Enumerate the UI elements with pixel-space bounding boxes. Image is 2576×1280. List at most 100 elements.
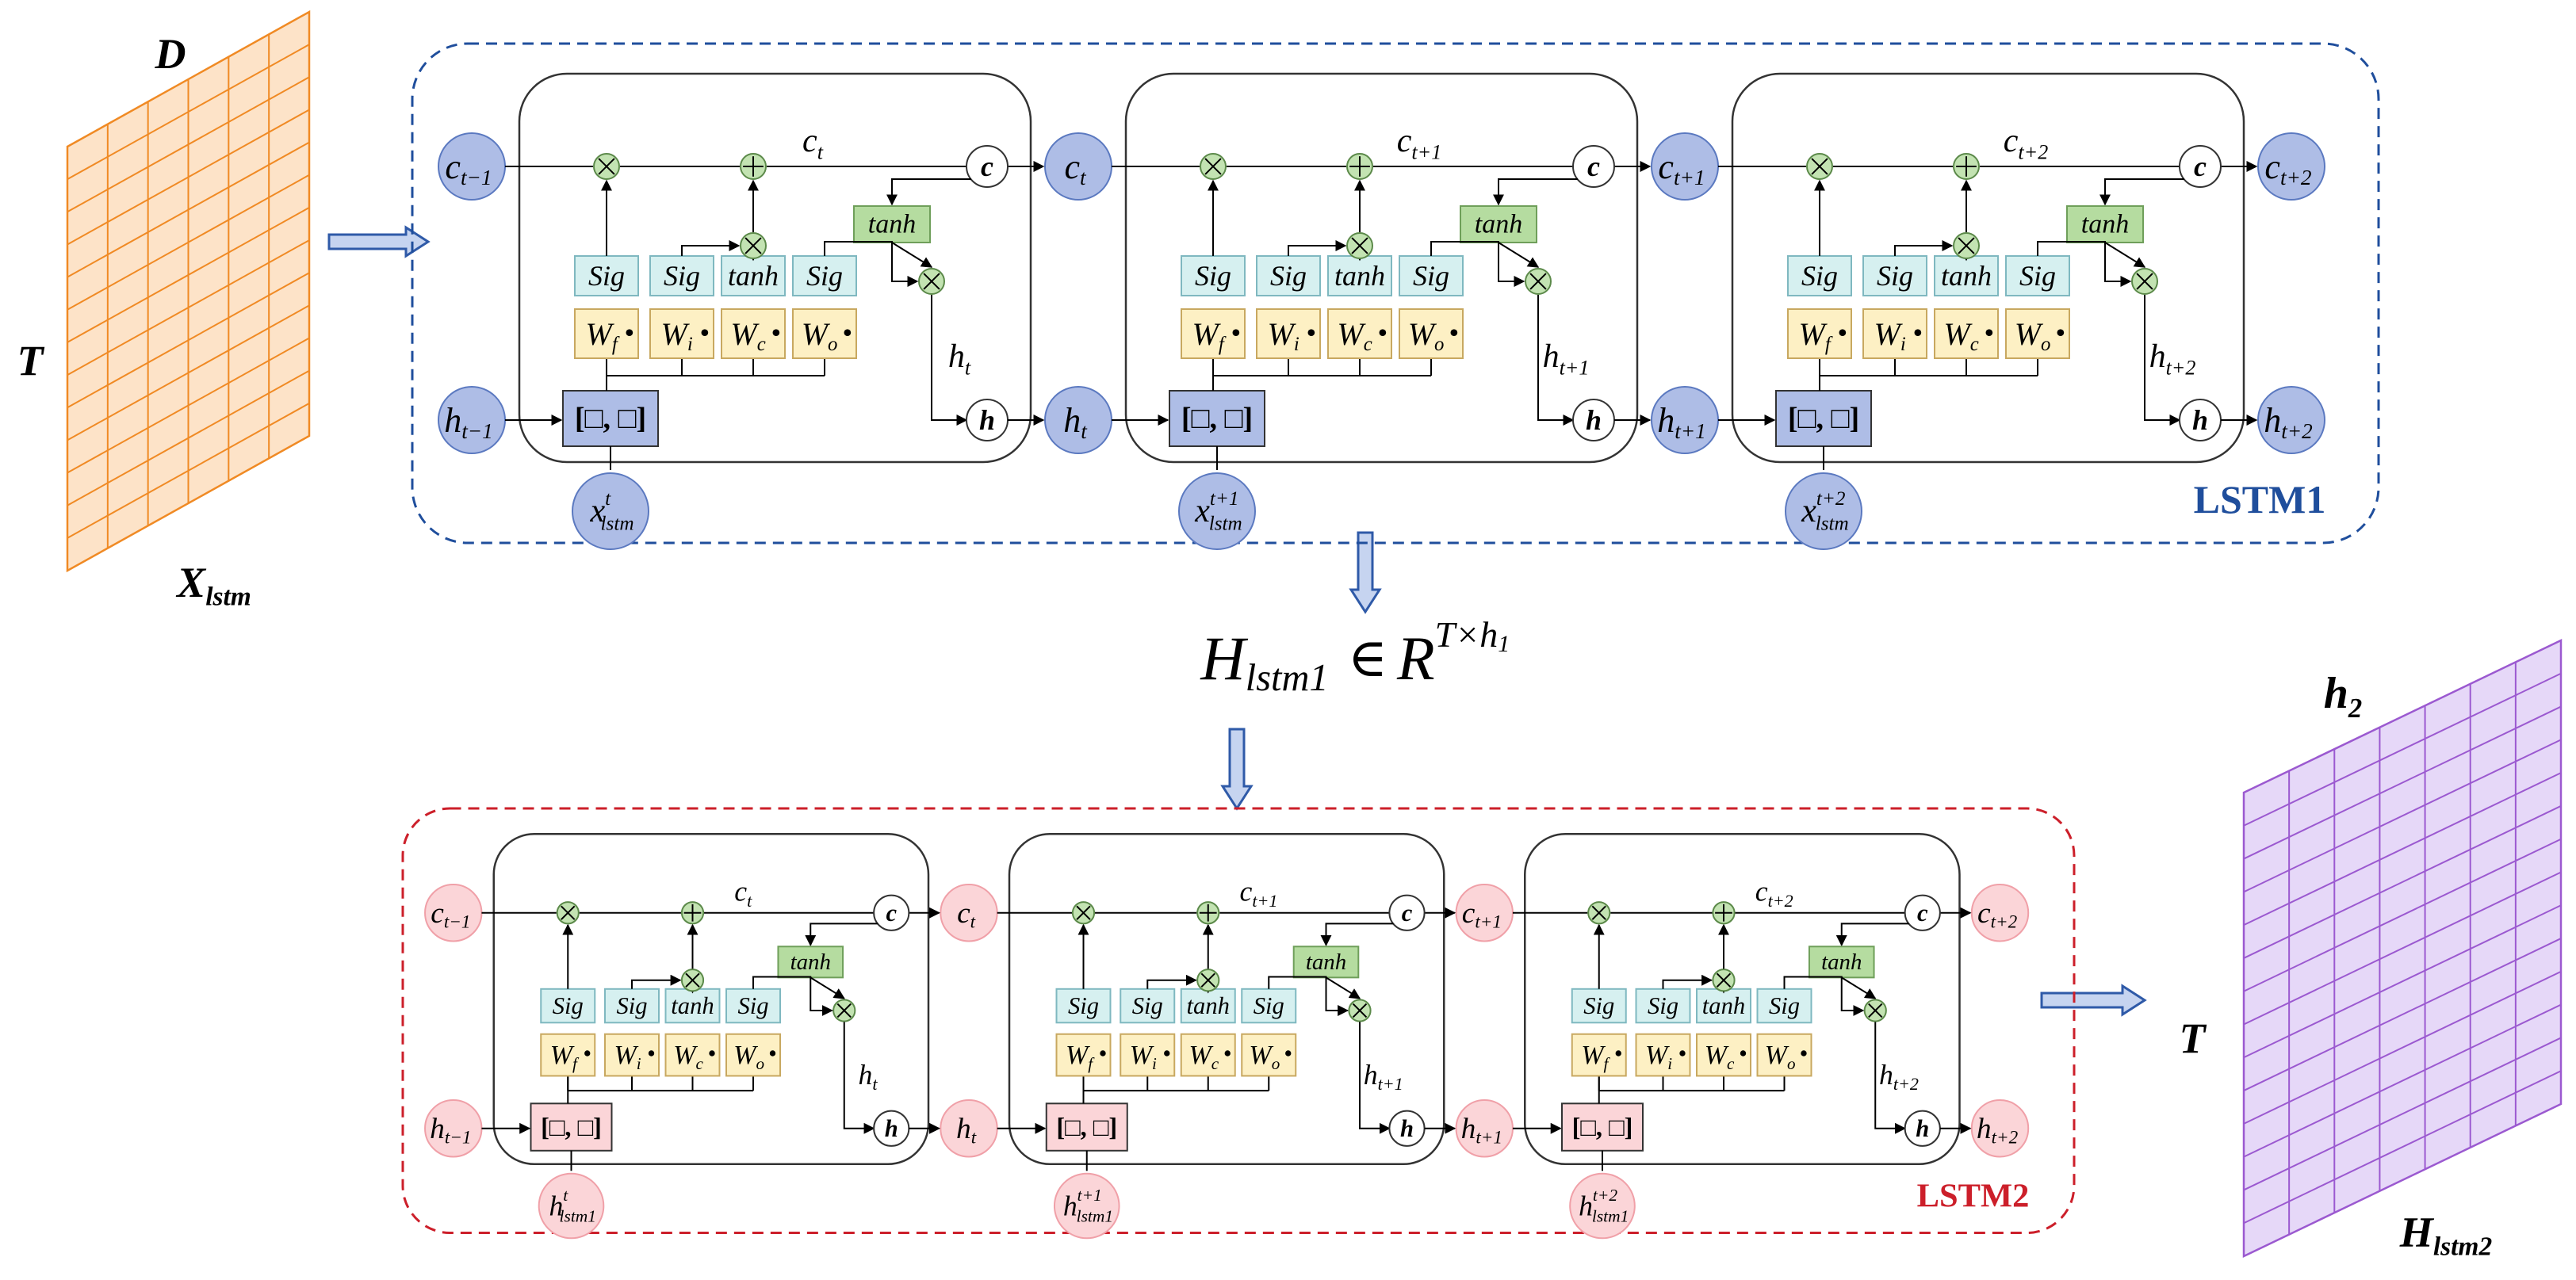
input-gate-to-mul bbox=[631, 974, 682, 989]
hidden-state-out-node bbox=[2257, 386, 2325, 454]
cell-state-out-label: ct+1 bbox=[1462, 896, 1502, 932]
gate-activation-i: Sig bbox=[1635, 988, 1691, 1024]
dot-operator: • bbox=[1284, 1041, 1292, 1065]
weight-symbol: Wc bbox=[1705, 1041, 1735, 1073]
multiply-op-icon bbox=[680, 969, 705, 992]
input-node bbox=[1178, 472, 1256, 550]
lstm1-frame bbox=[411, 42, 2380, 544]
add-op-icon bbox=[1346, 153, 1373, 180]
gate-activation-o-text: Sig bbox=[737, 992, 768, 1019]
output-tanh-box-text: tanh bbox=[1306, 949, 1346, 975]
concat-label: [□, □] bbox=[1572, 1113, 1633, 1141]
weight-box-wo: Wo• bbox=[1241, 1033, 1297, 1077]
c-node-label: c bbox=[2194, 151, 2207, 182]
output-tanh-box-text: tanh bbox=[1821, 949, 1862, 975]
input-gate-to-mul bbox=[681, 240, 741, 256]
h-node-label: h bbox=[1400, 1115, 1414, 1142]
tanh-to-mul bbox=[1325, 976, 1361, 999]
multiply-op-icon bbox=[556, 901, 580, 925]
hidden-state-out-label: ht+2 bbox=[2264, 401, 2313, 444]
concat-label: [□, □] bbox=[1181, 402, 1253, 435]
multiply-op-icon bbox=[1806, 153, 1833, 180]
output-gate-to-mul bbox=[752, 976, 833, 1016]
input-matrix-name: Xlstm bbox=[175, 559, 251, 611]
gate-activation-i: Sig bbox=[649, 255, 714, 296]
multiply-op-icon bbox=[1348, 999, 1372, 1022]
gate-activation-f: Sig bbox=[540, 988, 596, 1024]
internal-cell-state-label: ct+2 bbox=[1755, 876, 1793, 911]
c-node bbox=[966, 145, 1009, 188]
weight-box-wc: Wc• bbox=[1180, 1033, 1236, 1077]
gate-activation-f-text: Sig bbox=[588, 260, 625, 292]
dot-operator: • bbox=[648, 1041, 656, 1065]
weight-box-wc: Wc• bbox=[1327, 308, 1392, 359]
output-gate-to-mul bbox=[1430, 241, 1525, 287]
weight-symbol: Wc bbox=[1188, 1041, 1219, 1073]
concat-box: [□, □] bbox=[562, 390, 659, 447]
concat-label: [□, □] bbox=[541, 1113, 602, 1141]
gate-activation-i: Sig bbox=[1862, 255, 1927, 296]
hidden-state-out-label: ht+2 bbox=[1977, 1112, 2019, 1148]
internal-hidden-label: ht+1 bbox=[1364, 1059, 1403, 1094]
output-tanh-box: tanh bbox=[1460, 205, 1537, 243]
gate-activation-c-text: tanh bbox=[1334, 260, 1385, 292]
dot-operator: • bbox=[708, 1041, 716, 1065]
gate-activation-o-text: Sig bbox=[1254, 992, 1284, 1019]
hidden-state-out-node bbox=[1970, 1099, 2030, 1158]
output-matrix bbox=[2242, 639, 2563, 1258]
weight-symbol: Wo bbox=[733, 1041, 764, 1073]
lstm1-to-intermediate-arrow bbox=[1349, 531, 1382, 614]
mul-to-h bbox=[843, 1022, 875, 1134]
dot-operator: • bbox=[1449, 318, 1458, 346]
dot-operator: • bbox=[1307, 318, 1315, 346]
weight-box-wi: Wi• bbox=[1862, 308, 1927, 359]
h-node-label: h bbox=[2192, 404, 2208, 436]
input-gate-to-mul bbox=[1894, 240, 1954, 256]
multiply-op-icon bbox=[918, 268, 945, 295]
gate-activation-f-text: Sig bbox=[1583, 992, 1614, 1019]
tanh-to-mul bbox=[891, 242, 933, 268]
gate-activation-f: Sig bbox=[1055, 988, 1112, 1024]
gate-activation-f: Sig bbox=[1181, 255, 1246, 296]
c-to-tanh bbox=[2099, 178, 2184, 206]
concat-box: [□, □] bbox=[1169, 390, 1265, 447]
weight-symbol: Wf bbox=[1581, 1041, 1610, 1073]
input-matrix bbox=[66, 10, 311, 573]
gate-activation-c-text: tanh bbox=[1702, 992, 1745, 1019]
multiply-op-icon bbox=[1587, 901, 1611, 925]
dot-operator: • bbox=[771, 318, 780, 346]
dot-operator: • bbox=[1378, 318, 1387, 346]
output-tanh-box: tanh bbox=[853, 205, 931, 243]
gate-activation-i-text: Sig bbox=[1648, 992, 1678, 1019]
gate-activation-o: Sig bbox=[1399, 255, 1464, 296]
hidden-state-prev-label: ht−1 bbox=[444, 401, 493, 444]
internal-hidden-label: ht bbox=[859, 1059, 878, 1094]
gate-activation-c: tanh bbox=[1327, 255, 1392, 296]
hidden-state-prev-label: ht−1 bbox=[430, 1112, 471, 1148]
c-node-label: c bbox=[981, 151, 993, 182]
internal-hidden-label: ht+1 bbox=[1543, 338, 1590, 379]
weight-symbol: Wf bbox=[1798, 316, 1832, 355]
mul-to-h bbox=[2144, 295, 2181, 426]
weight-box-wi: Wi• bbox=[649, 308, 714, 359]
dot-operator: • bbox=[700, 318, 709, 346]
gate-activation-f-text: Sig bbox=[553, 992, 584, 1019]
gate-activation-o-text: Sig bbox=[1413, 260, 1449, 292]
dot-operator: • bbox=[1099, 1041, 1107, 1065]
h-node bbox=[1904, 1110, 1941, 1147]
add-op-icon bbox=[1196, 901, 1220, 925]
weight-symbol: Wc bbox=[730, 316, 765, 355]
dot-operator: • bbox=[1740, 1041, 1747, 1065]
dot-operator: • bbox=[1800, 1041, 1808, 1065]
c-to-tanh bbox=[886, 178, 971, 206]
gate-activation-o: Sig bbox=[725, 988, 781, 1024]
dot-operator: • bbox=[1985, 318, 1993, 346]
gate-activation-i-text: Sig bbox=[1270, 260, 1307, 292]
weight-symbol: Wf bbox=[1192, 316, 1226, 355]
weight-symbol: Wf bbox=[1066, 1041, 1095, 1073]
